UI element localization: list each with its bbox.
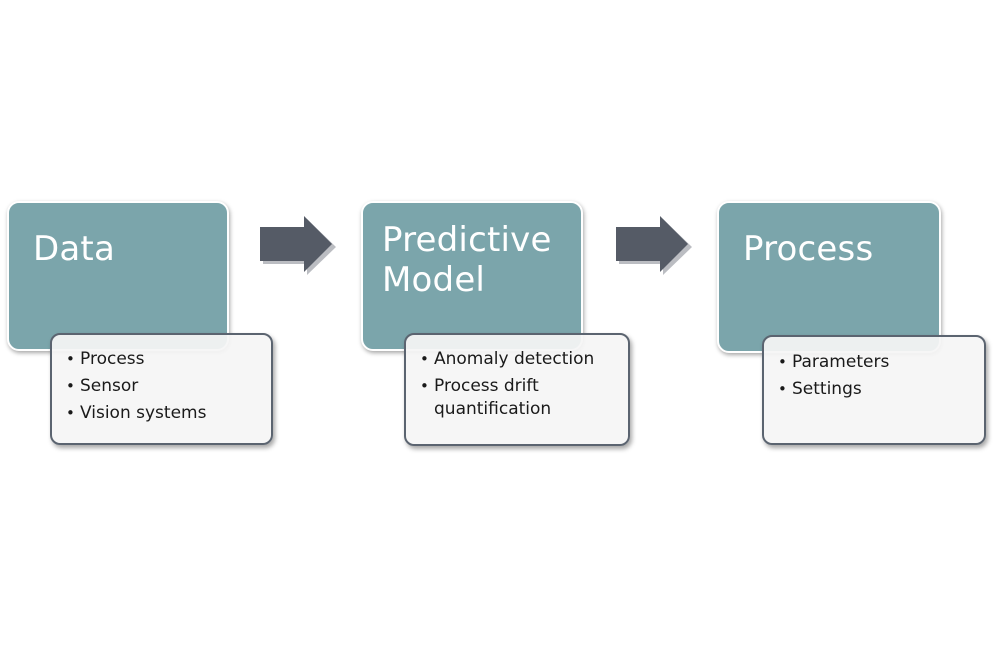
bullet-icon: • <box>420 377 429 395</box>
stage-process-header-box: Process <box>717 201 941 353</box>
list-item: •Anomaly detection <box>420 349 595 369</box>
bullet-icon: • <box>420 350 429 368</box>
list-item: •Parameters <box>778 352 890 372</box>
bullet-icon: • <box>66 350 75 368</box>
right-arrow-icon <box>614 215 694 277</box>
list-item: •Process drift quantification <box>420 376 552 419</box>
stage-process-items: •Parameters •Settings <box>778 351 976 405</box>
stage-predictive-model-header-box: Predictive Model <box>361 201 583 351</box>
stage-process-title: Process <box>743 229 874 269</box>
bullet-icon: • <box>778 353 787 371</box>
arrow-shape <box>616 216 688 272</box>
stage-predictive-model-items: •Anomaly detection •Process drift quanti… <box>420 348 620 425</box>
arrow-shape <box>260 216 332 272</box>
list-item: •Process <box>66 349 145 369</box>
stage-process-details-box: •Parameters •Settings <box>762 335 986 445</box>
bullet-icon: • <box>66 404 75 422</box>
list-item: •Vision systems <box>66 403 207 423</box>
stage-data-items: •Process •Sensor •Vision systems <box>66 348 263 429</box>
stage-data-title: Data <box>33 229 115 269</box>
stage-predictive-model-title: Predictive Model <box>382 220 552 300</box>
right-arrow-icon <box>258 215 338 277</box>
list-item: •Settings <box>778 379 862 399</box>
bullet-icon: • <box>66 377 75 395</box>
stage-data-details-box: •Process •Sensor •Vision systems <box>50 333 273 445</box>
stage-predictive-model-details-box: •Anomaly detection •Process drift quanti… <box>404 333 630 446</box>
bullet-icon: • <box>778 380 787 398</box>
stage-data-header-box: Data <box>7 201 229 351</box>
list-item: •Sensor <box>66 376 139 396</box>
